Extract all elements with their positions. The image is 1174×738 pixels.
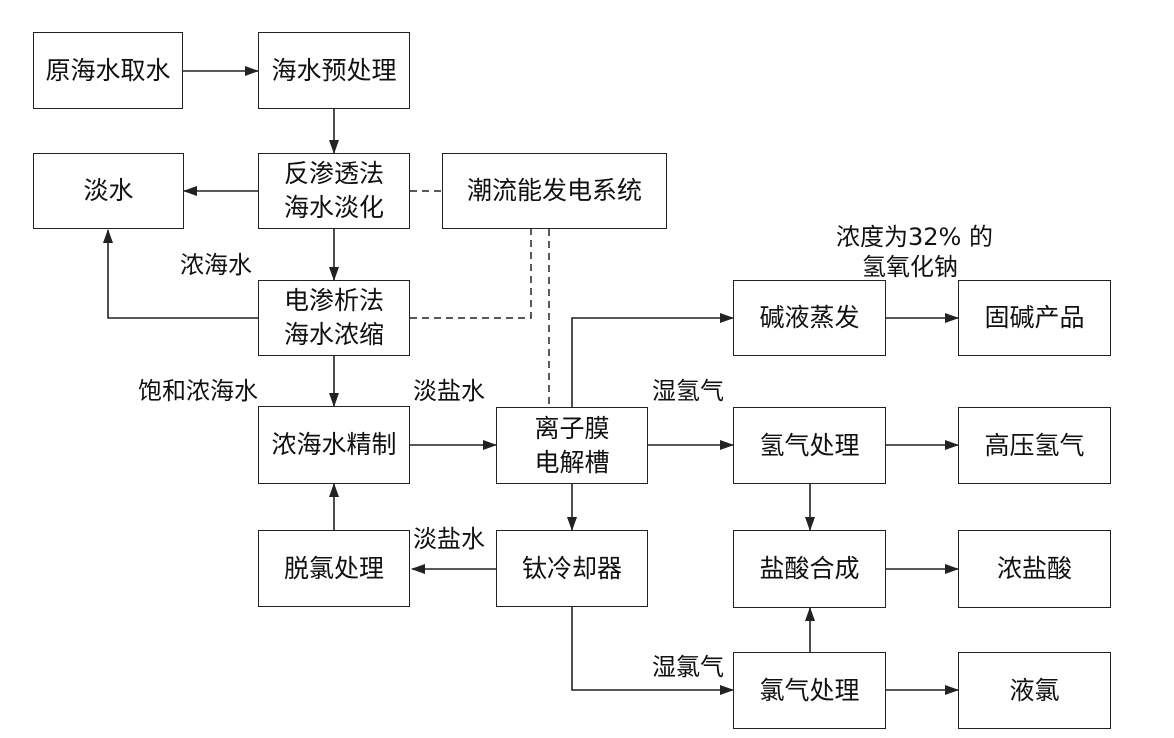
box-hydrogen-treatment: 氢气处理 xyxy=(733,407,886,484)
label-dechlorination: 脱氯处理 xyxy=(283,553,384,583)
label-fresh-water: 淡水 xyxy=(83,176,134,205)
dashed-power-ed xyxy=(410,229,532,319)
box-hcl-synthesis: 盐酸合成 xyxy=(733,530,886,608)
edge-label-dilute-brine-2: 淡盐水 xyxy=(413,525,485,553)
edge-label-wet-chlorine: 湿氯气 xyxy=(652,653,724,681)
box-fresh-water: 淡水 xyxy=(33,153,184,229)
edge-label-wet-hydrogen: 湿氢气 xyxy=(652,377,724,405)
label-concentrated-hcl: 浓盐酸 xyxy=(996,554,1072,583)
box-tidal-power-system: 潮流能发电系统 xyxy=(442,153,667,229)
box-seawater-pretreatment: 海水预处理 xyxy=(258,32,410,109)
box-liquid-chlorine: 液氯 xyxy=(958,652,1111,729)
label-chlorine-treatment: 氯气处理 xyxy=(759,675,860,705)
label-electrodialysis-line1: 电渗析法 xyxy=(283,286,384,315)
box-high-pressure-hydrogen: 高压氢气 xyxy=(958,407,1111,484)
box-concentrated-hcl: 浓盐酸 xyxy=(958,530,1111,608)
label-hcl-synthesis: 盐酸合成 xyxy=(759,554,860,583)
arrow-cell-to-evap xyxy=(571,313,734,407)
label-tidal-power-system: 潮流能发电系统 xyxy=(466,176,642,205)
label-raw-seawater-intake: 原海水取水 xyxy=(45,55,171,85)
box-ion-membrane-cell: 离子膜 电解槽 xyxy=(496,407,648,484)
box-lye-evaporation: 碱液蒸发 xyxy=(733,280,886,356)
box-dechlorination: 脱氯处理 xyxy=(258,530,410,607)
box-electrodialysis: 电渗析法 海水浓缩 xyxy=(258,280,410,356)
arrow-cooler-to-cl2 xyxy=(571,607,734,695)
label-seawater-pretreatment: 海水预处理 xyxy=(271,55,397,85)
box-chlorine-treatment: 氯气处理 xyxy=(733,652,886,729)
label-lye-evaporation: 碱液蒸发 xyxy=(759,303,860,332)
label-high-pressure-hydrogen: 高压氢气 xyxy=(984,430,1085,460)
label-brine-refining: 浓海水精制 xyxy=(271,430,397,459)
box-brine-refining: 浓海水精制 xyxy=(258,406,410,484)
label-hydrogen-treatment: 氢气处理 xyxy=(759,430,860,460)
edge-label-naoh: 氢氧化钠 xyxy=(862,253,958,281)
label-liquid-chlorine: 液氯 xyxy=(1009,675,1060,705)
label-electrodialysis-line2: 海水浓缩 xyxy=(283,320,384,349)
label-reverse-osmosis-line1: 反渗透法 xyxy=(283,159,384,188)
edge-label-dilute-brine-1: 淡盐水 xyxy=(413,377,485,405)
edge-label-saturated-seawater: 饱和浓海水 xyxy=(138,377,258,405)
edge-label-naoh-concentration: 浓度为32% 的 xyxy=(836,223,993,251)
label-titanium-cooler: 钛冷却器 xyxy=(521,553,622,583)
label-solid-caustic-product: 固碱产品 xyxy=(984,303,1085,332)
label-ion-membrane-cell-line1: 离子膜 xyxy=(534,413,610,443)
arrow-ed-to-freshwater xyxy=(103,229,258,319)
edge-label-concentrated-seawater: 浓海水 xyxy=(180,251,252,279)
box-titanium-cooler: 钛冷却器 xyxy=(496,530,648,607)
label-ion-membrane-cell-line2: 电解槽 xyxy=(534,447,610,477)
box-reverse-osmosis: 反渗透法 海水淡化 xyxy=(258,153,410,229)
box-raw-seawater-intake: 原海水取水 xyxy=(33,32,183,109)
box-solid-caustic-product: 固碱产品 xyxy=(958,280,1111,356)
label-reverse-osmosis-line2: 海水淡化 xyxy=(283,193,384,222)
